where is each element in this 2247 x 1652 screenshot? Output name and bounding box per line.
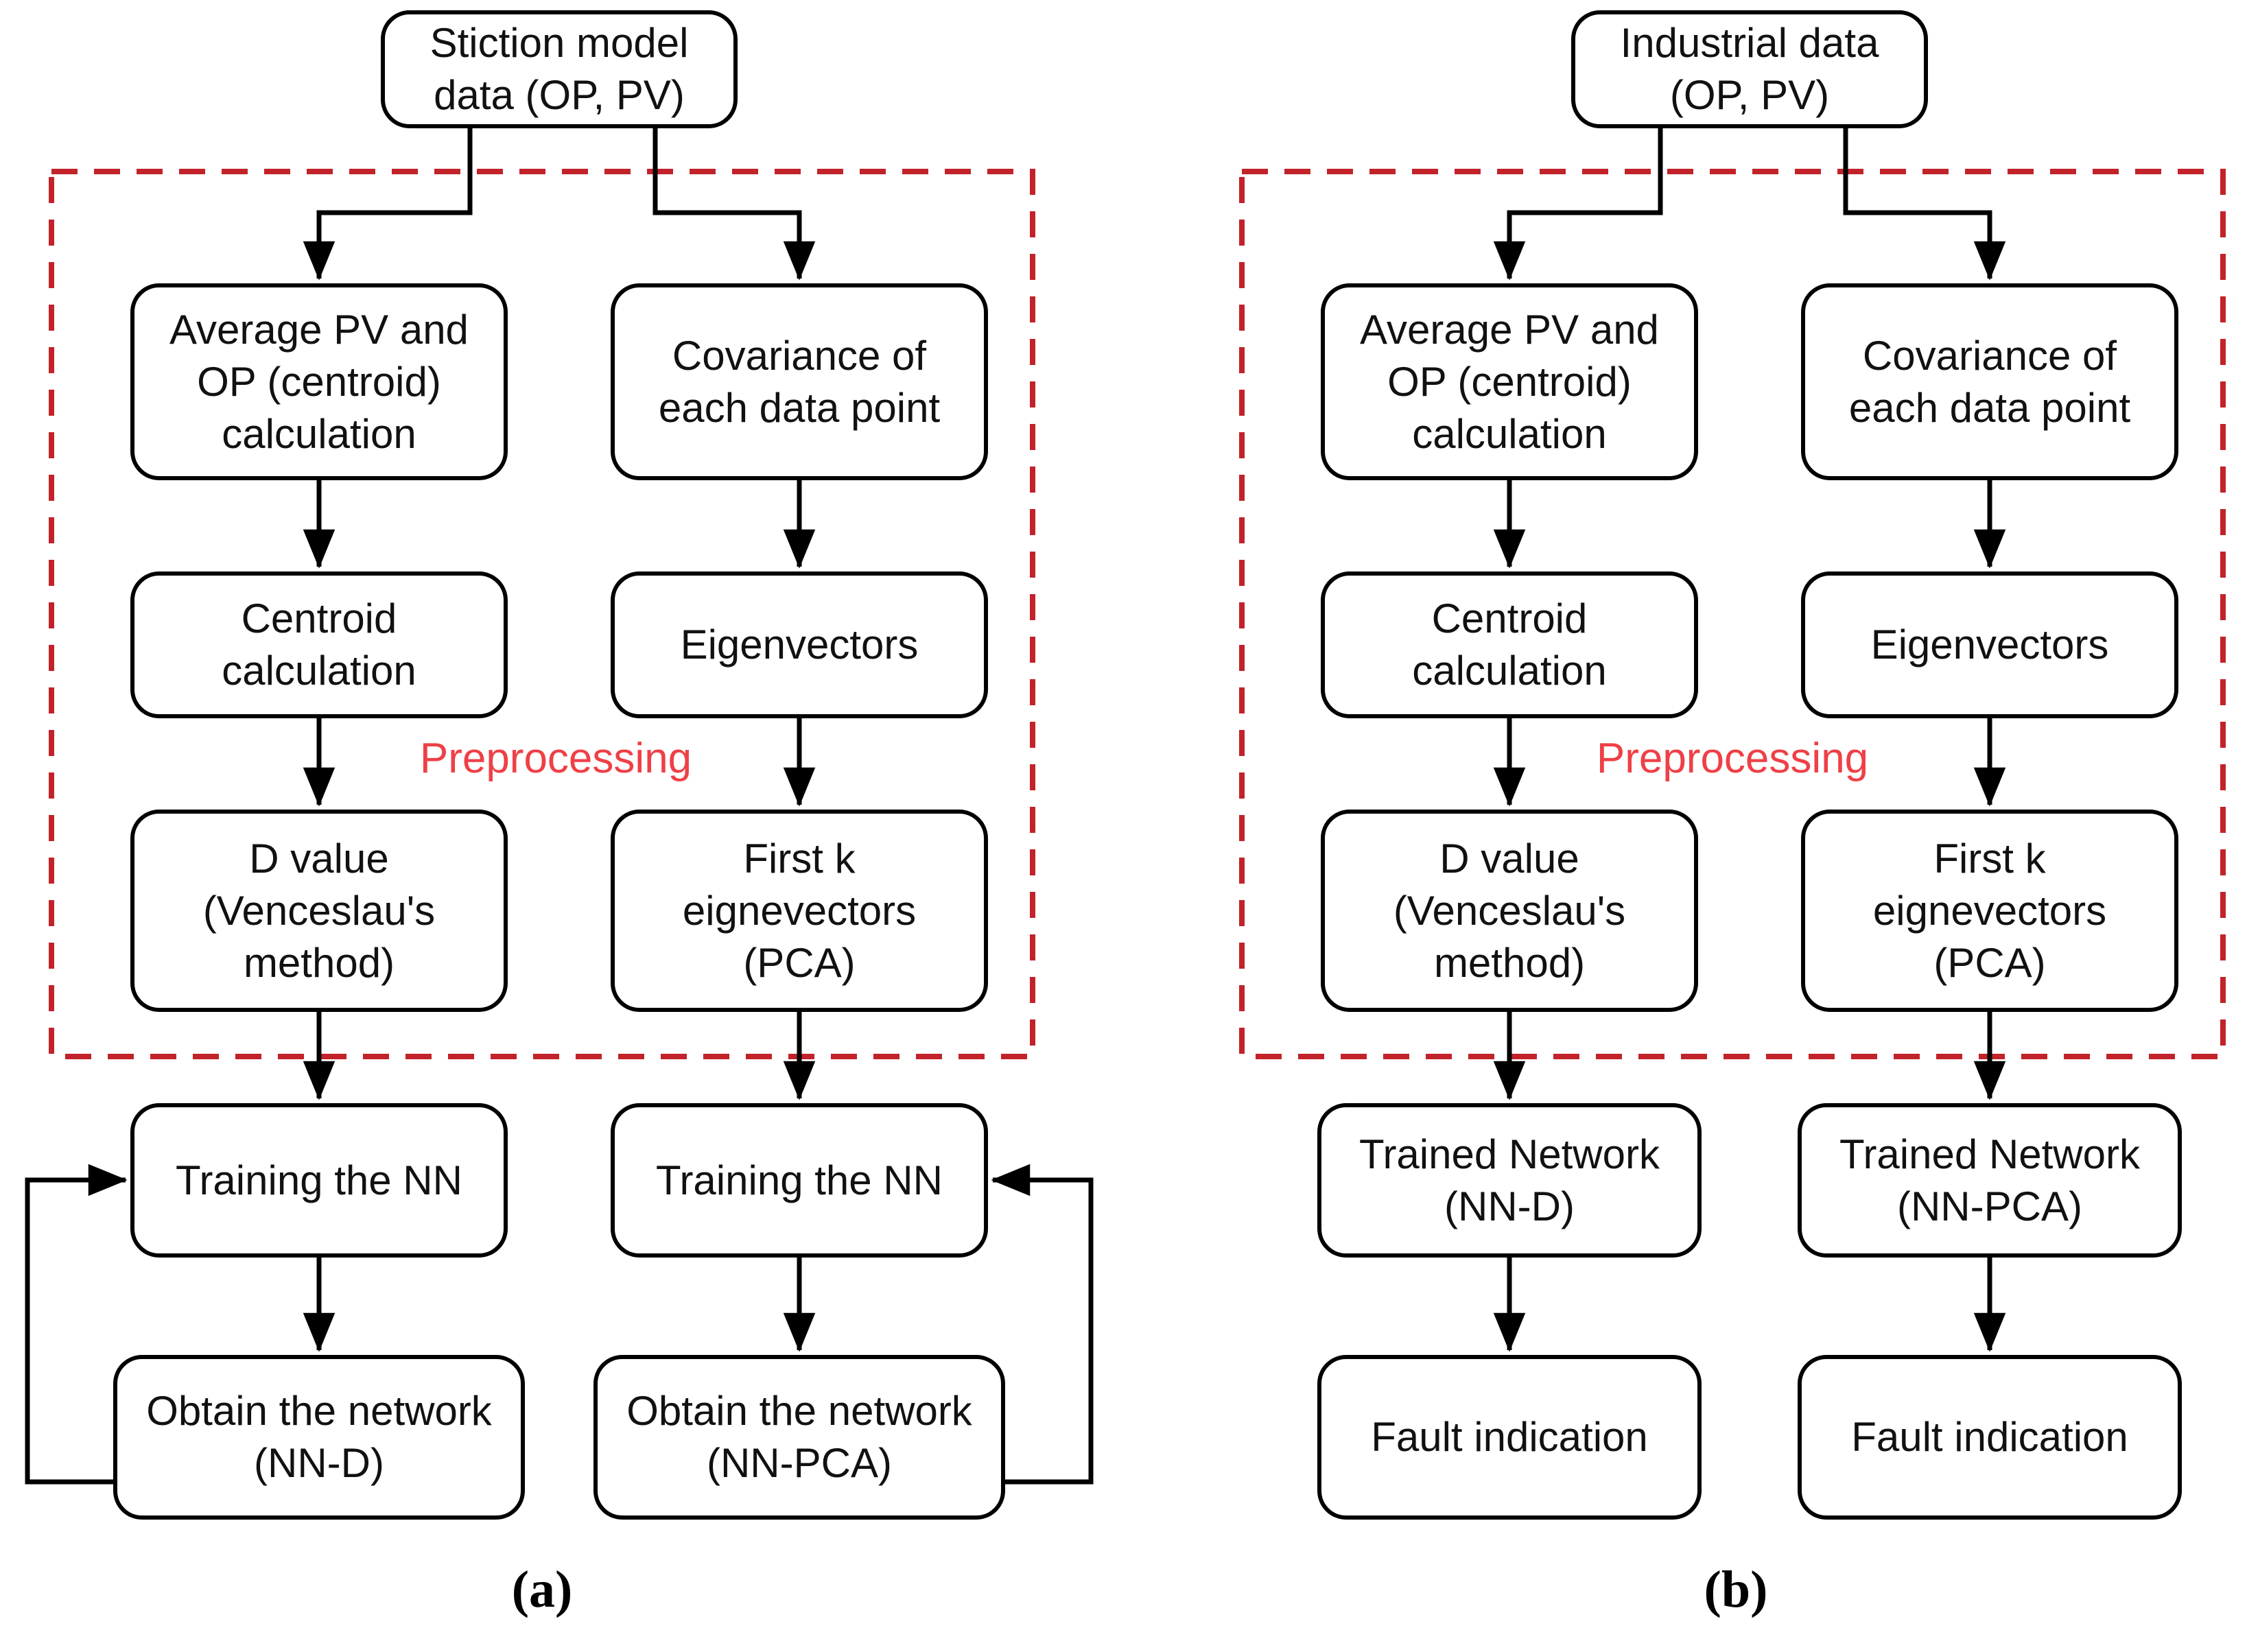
node-b-trained-network-nnd: Trained Network (NN-D)	[1317, 1103, 1702, 1258]
node-a-average-pv-op: Average PV and OP (centroid) calculation	[130, 283, 508, 480]
node-b-fault-indication-right: Fault indication	[1798, 1355, 2182, 1520]
preprocessing-boundary-a	[49, 169, 1035, 1059]
feedback-loop-nnpca	[991, 1164, 1094, 1485]
preprocessing-label-b: Preprocessing	[1596, 735, 1869, 782]
node-b-d-value: D value (Venceslau's method)	[1321, 810, 1698, 1012]
arrows-b	[1493, 128, 2006, 1352]
node-a-obtain-network-nnd: Obtain the network (NN-D)	[113, 1355, 525, 1520]
preprocessing-boundary-b	[1239, 169, 2226, 1059]
node-b-covariance: Covariance of each data point	[1801, 283, 2178, 480]
node-stiction-model-data: Stiction model data (OP, PV)	[381, 10, 738, 128]
arrows-a	[25, 128, 1094, 1485]
node-b-fault-indication-left: Fault indication	[1317, 1355, 1702, 1520]
node-b-first-k-eigenvectors: First k eignevectors (PCA)	[1801, 810, 2178, 1012]
node-a-first-k-eigenvectors: First k eignevectors (PCA)	[611, 810, 988, 1012]
node-a-covariance: Covariance of each data point	[611, 283, 988, 480]
node-b-eigenvectors: Eigenvectors	[1801, 571, 2178, 718]
feedback-loop-nnd	[25, 1164, 128, 1485]
caption-b: (b)	[1704, 1561, 1768, 1618]
node-a-obtain-network-nnpca: Obtain the network (NN-PCA)	[593, 1355, 1005, 1520]
node-b-centroid-calculation: Centroid calculation	[1321, 571, 1698, 718]
node-a-centroid-calculation: Centroid calculation	[130, 571, 508, 718]
node-industrial-data: Industrial data (OP, PV)	[1571, 10, 1928, 128]
node-a-d-value: D value (Venceslau's method)	[130, 810, 508, 1012]
node-a-training-nn-left: Training the NN	[130, 1103, 508, 1258]
node-b-trained-network-nnpca: Trained Network (NN-PCA)	[1798, 1103, 2182, 1258]
caption-a: (a)	[511, 1561, 573, 1618]
node-a-training-nn-right: Training the NN	[611, 1103, 988, 1258]
node-b-average-pv-op: Average PV and OP (centroid) calculation	[1321, 283, 1698, 480]
node-a-eigenvectors: Eigenvectors	[611, 571, 988, 718]
preprocessing-label-a: Preprocessing	[419, 735, 692, 782]
